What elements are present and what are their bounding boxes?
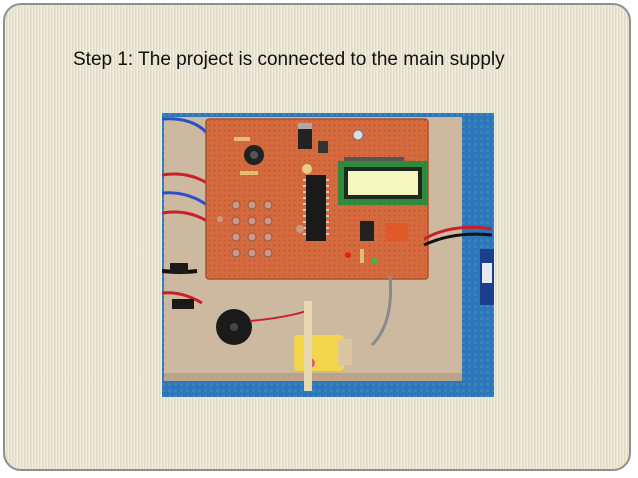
led-red xyxy=(345,252,351,258)
trimmer xyxy=(352,129,364,141)
connector-left xyxy=(170,263,188,273)
driver-ic xyxy=(360,221,374,241)
relay xyxy=(386,223,408,241)
microcontroller xyxy=(306,175,326,241)
resistor-3 xyxy=(360,249,364,263)
keypad xyxy=(231,200,273,258)
wire-grey xyxy=(370,274,393,347)
ceramic-cap xyxy=(302,164,312,174)
motor-body xyxy=(294,335,344,371)
wire-blue-2 xyxy=(162,191,208,207)
led-green xyxy=(371,258,377,264)
wire-red-2 xyxy=(162,210,208,223)
transistor xyxy=(318,141,328,153)
slide: Step 1: The project is connected to the … xyxy=(3,3,631,471)
voltage-regulator xyxy=(298,127,312,149)
wire-red-1 xyxy=(162,172,208,185)
lcd-screen xyxy=(348,171,418,195)
project-photo xyxy=(162,113,494,397)
wire-blue-top xyxy=(162,117,209,135)
wire-red-3 xyxy=(162,291,203,305)
resistor-2 xyxy=(240,171,258,175)
motor-mount xyxy=(338,339,352,365)
resistor-1 xyxy=(234,137,250,141)
regulator-tab xyxy=(298,123,312,129)
button-small-2 xyxy=(296,225,304,233)
battery-label xyxy=(482,263,492,283)
slide-title: Step 1: The project is connected to the … xyxy=(73,49,505,70)
wire-battery-black xyxy=(423,232,493,247)
lcd-header-pins xyxy=(344,157,404,161)
button-small-1 xyxy=(217,216,223,222)
connector-left-2 xyxy=(172,299,194,309)
cardboard-shadow xyxy=(164,373,462,381)
motor-arm xyxy=(304,301,312,391)
wire-battery-red xyxy=(423,225,493,241)
